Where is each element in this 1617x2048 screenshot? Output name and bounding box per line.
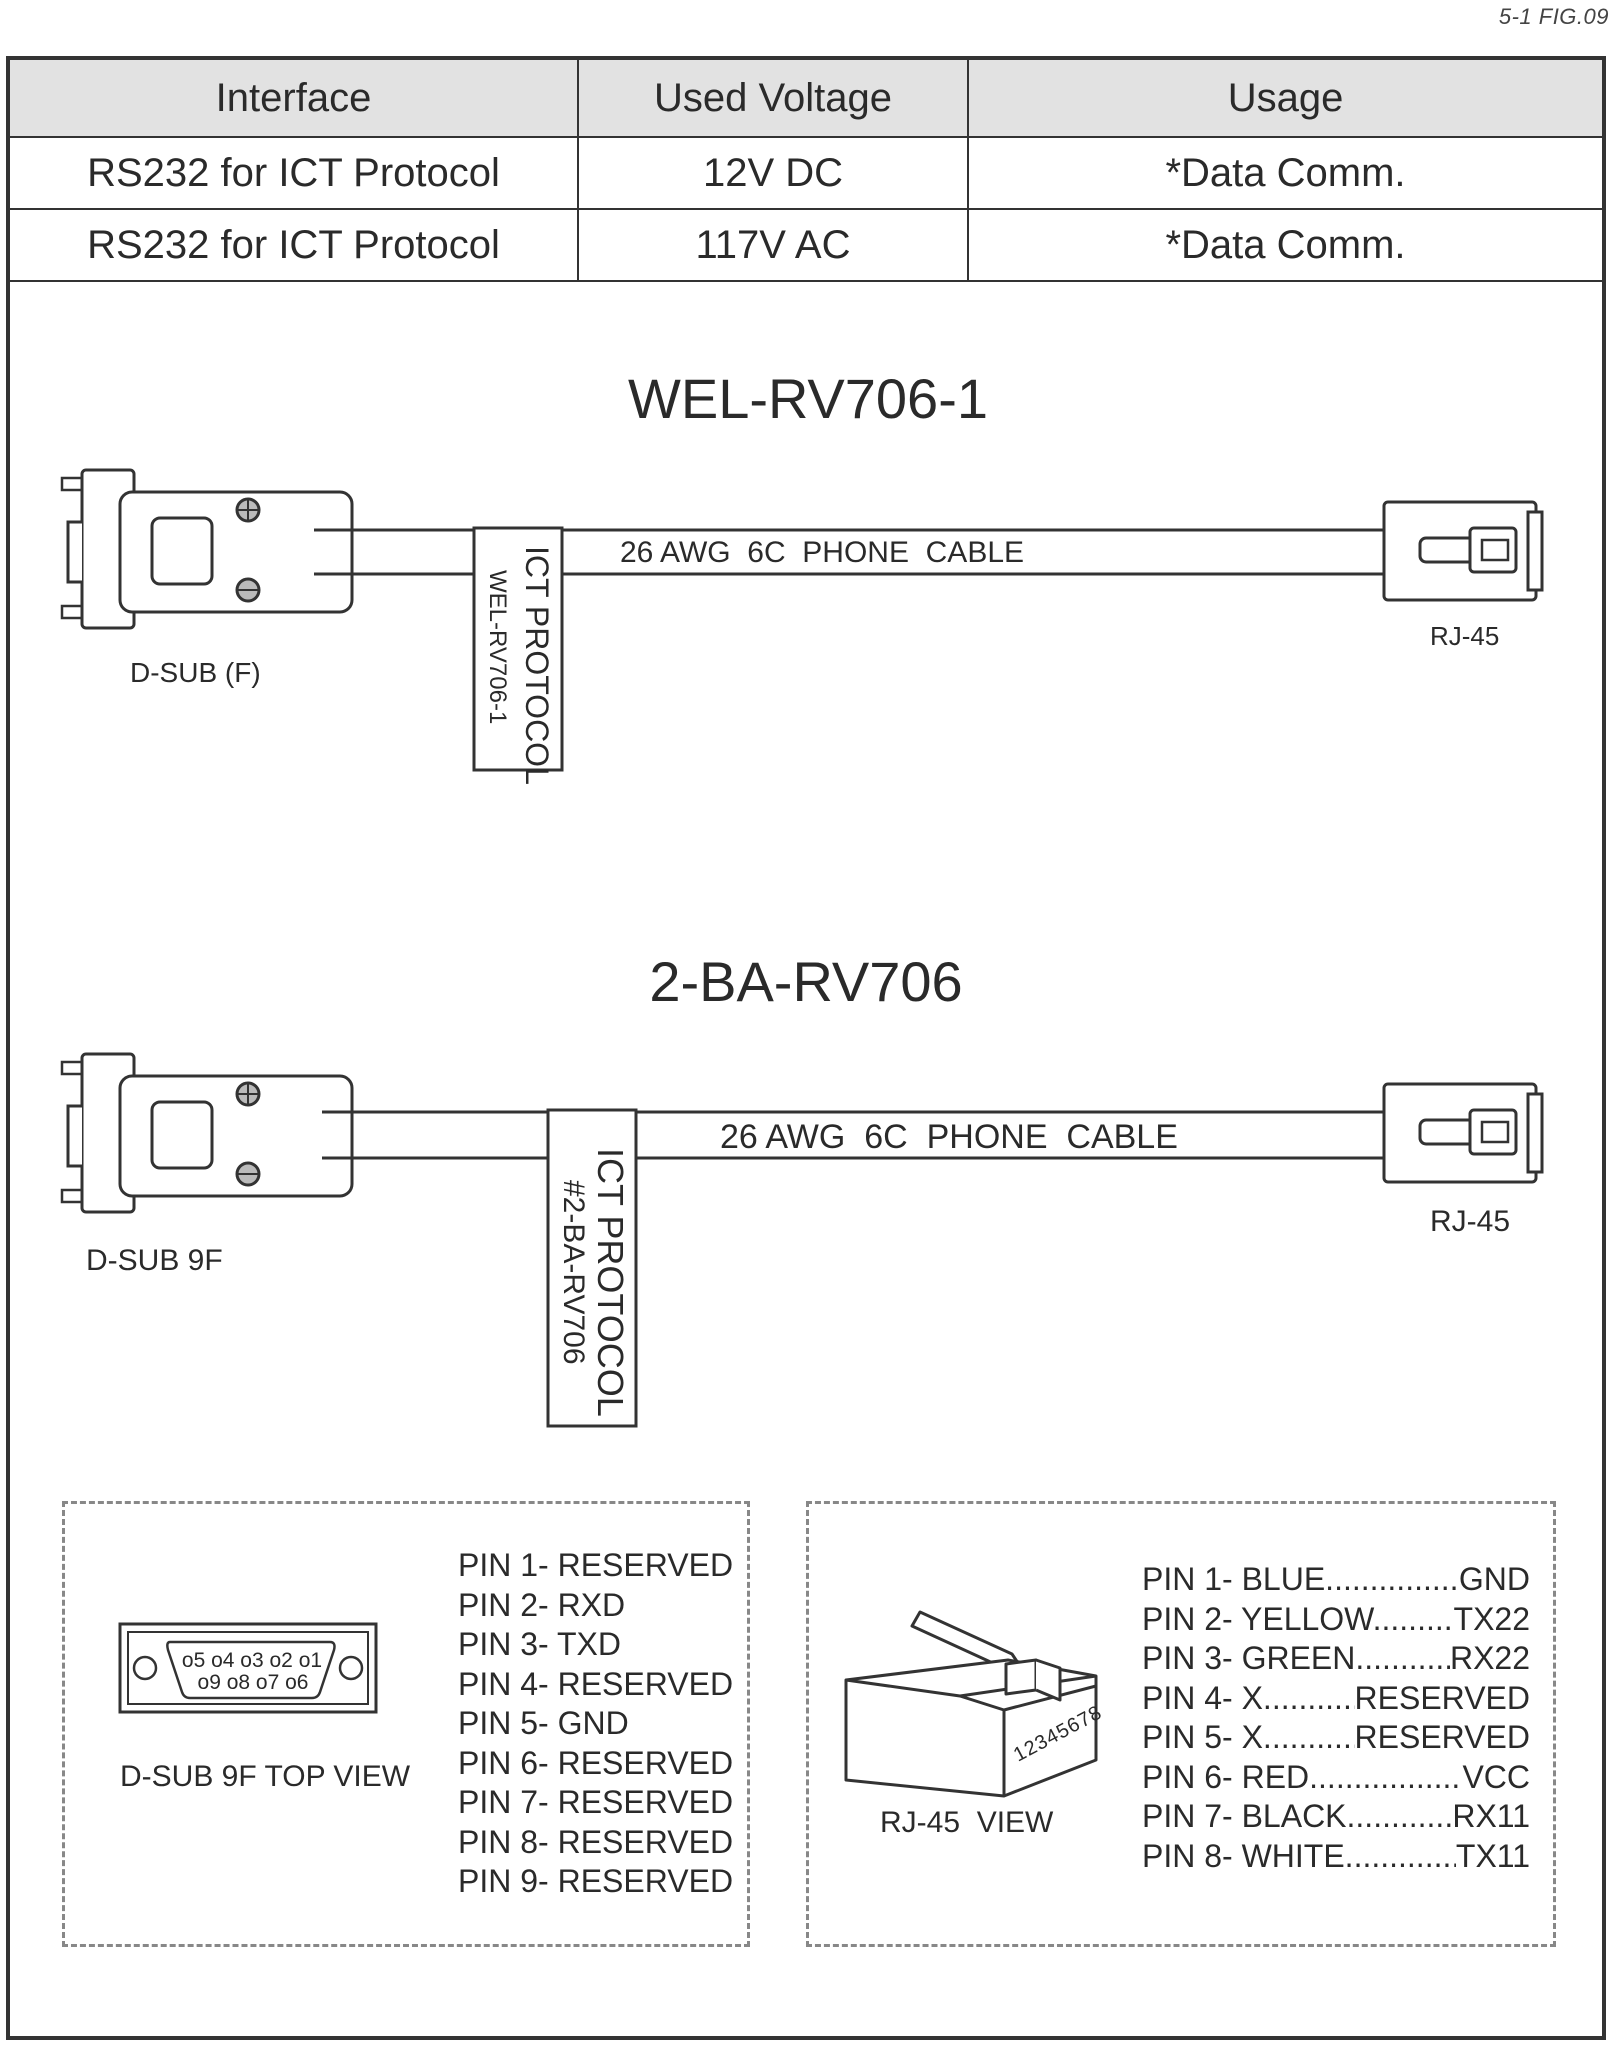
list-item: PIN 4- RESERVED xyxy=(458,1665,734,1702)
dsub-pin-list: PIN 1- RESERVED PIN 2- RXD PIN 3- TXD PI… xyxy=(458,1546,733,1902)
table-cell: RS232 for ICT Protocol xyxy=(10,136,579,210)
dsub-pin-row-top: o5 o4 o3 o2 o1 xyxy=(182,1649,322,1672)
list-item: PIN 3- TXD xyxy=(458,1626,621,1662)
list-item: PIN 8- RESERVED xyxy=(458,1823,734,1860)
list-item: PIN 7- RESERVED xyxy=(458,1784,734,1820)
table-header-cell: Interface xyxy=(10,60,579,138)
tag-line-2: WEL-RV706-1 xyxy=(484,570,511,724)
cable-tag-1: ICT PROTOCOL WEL-RV706-1 xyxy=(472,526,564,785)
figure-frame: Interface Used Voltage Usage RS232 for I… xyxy=(6,56,1606,2040)
table-cell: 117V AC xyxy=(577,208,969,282)
list-item: PIN 8- WHITETX11 xyxy=(1142,1837,1530,1877)
cable-spec-text: 26 AWG 6C PHONE CABLE xyxy=(620,536,1024,569)
spec-table: Interface Used Voltage Usage RS232 for I… xyxy=(10,60,1602,282)
dsub-view-label: D-SUB 9F TOP VIEW xyxy=(120,1760,411,1793)
list-item: PIN 5- GND xyxy=(458,1705,629,1741)
cable-title: WEL-RV706-1 xyxy=(628,367,988,430)
cable-tag-2: ICT PROTOCOL #2-BA-RV706 xyxy=(546,1108,638,1428)
rj45-connector-1 xyxy=(1382,500,1544,602)
dsub-connector-2 xyxy=(60,1052,354,1214)
table-header-cell: Usage xyxy=(967,60,1602,138)
rj45-view-label: RJ-45 VIEW xyxy=(880,1806,1054,1839)
table-cell: *Data Comm. xyxy=(967,136,1602,210)
figure-reference: 5-1 FIG.09 xyxy=(1498,4,1609,29)
dsub-label: D-SUB (F) xyxy=(130,657,261,688)
tag-line-1: ICT PROTOCOL xyxy=(590,1148,631,1417)
dsub-pin-row-bottom: o9 o8 o7 o6 xyxy=(198,1671,309,1694)
rj45-pin-list: PIN 1- BLUEGND PIN 2- YELLOWTX22 PIN 3- … xyxy=(1142,1560,1530,1876)
list-item: PIN 6- RESERVED xyxy=(458,1744,734,1781)
tag-line-1: ICT PROTOCOL xyxy=(519,546,555,785)
list-item: PIN 9- RESERVED xyxy=(458,1863,734,1899)
list-item: PIN 7- BLACKRX11 xyxy=(1142,1797,1530,1837)
table-cell: *Data Comm. xyxy=(967,208,1602,282)
list-item: PIN 2- RXD xyxy=(458,1586,626,1623)
dsub-top-view-drawing: o5 o4 o3 o2 o1 o9 o8 o7 o6 xyxy=(118,1622,378,1714)
dsub-pinout-box xyxy=(62,1501,750,1947)
list-item: PIN 5- XRESERVED xyxy=(1142,1718,1530,1758)
list-item: PIN 1- RESERVED xyxy=(458,1547,734,1583)
list-item: PIN 6- REDVCC xyxy=(1142,1758,1530,1798)
table-cell: RS232 for ICT Protocol xyxy=(10,208,579,282)
table-row: RS232 for ICT Protocol 12V DC *Data Comm… xyxy=(10,136,1602,210)
rj45-view-drawing xyxy=(844,1610,1098,1798)
list-item: PIN 4- XRESERVED xyxy=(1142,1679,1530,1719)
rj45-connector-2 xyxy=(1382,1082,1544,1184)
list-item: PIN 3- GREENRX22 xyxy=(1142,1639,1530,1679)
list-item: PIN 1- BLUEGND xyxy=(1142,1560,1530,1600)
rj45-label: RJ-45 xyxy=(1430,1205,1510,1238)
table-row: RS232 for ICT Protocol 117V AC *Data Com… xyxy=(10,208,1602,282)
cable-2 xyxy=(322,1110,1384,1160)
table-cell: 12V DC xyxy=(577,136,969,210)
rj45-pinout-box xyxy=(806,1501,1556,1947)
rj45-label: RJ-45 xyxy=(1430,621,1499,651)
list-item: PIN 2- YELLOWTX22 xyxy=(1142,1600,1530,1640)
cable-title: 2-BA-RV706 xyxy=(649,950,962,1013)
dsub-connector-1 xyxy=(60,468,354,630)
table-header-row: Interface Used Voltage Usage xyxy=(10,60,1602,138)
table-header-cell: Used Voltage xyxy=(577,60,969,138)
cable-spec-text: 26 AWG 6C PHONE CABLE xyxy=(720,1118,1178,1156)
dsub-label: D-SUB 9F xyxy=(86,1244,223,1277)
tag-line-2: #2-BA-RV706 xyxy=(557,1180,590,1365)
